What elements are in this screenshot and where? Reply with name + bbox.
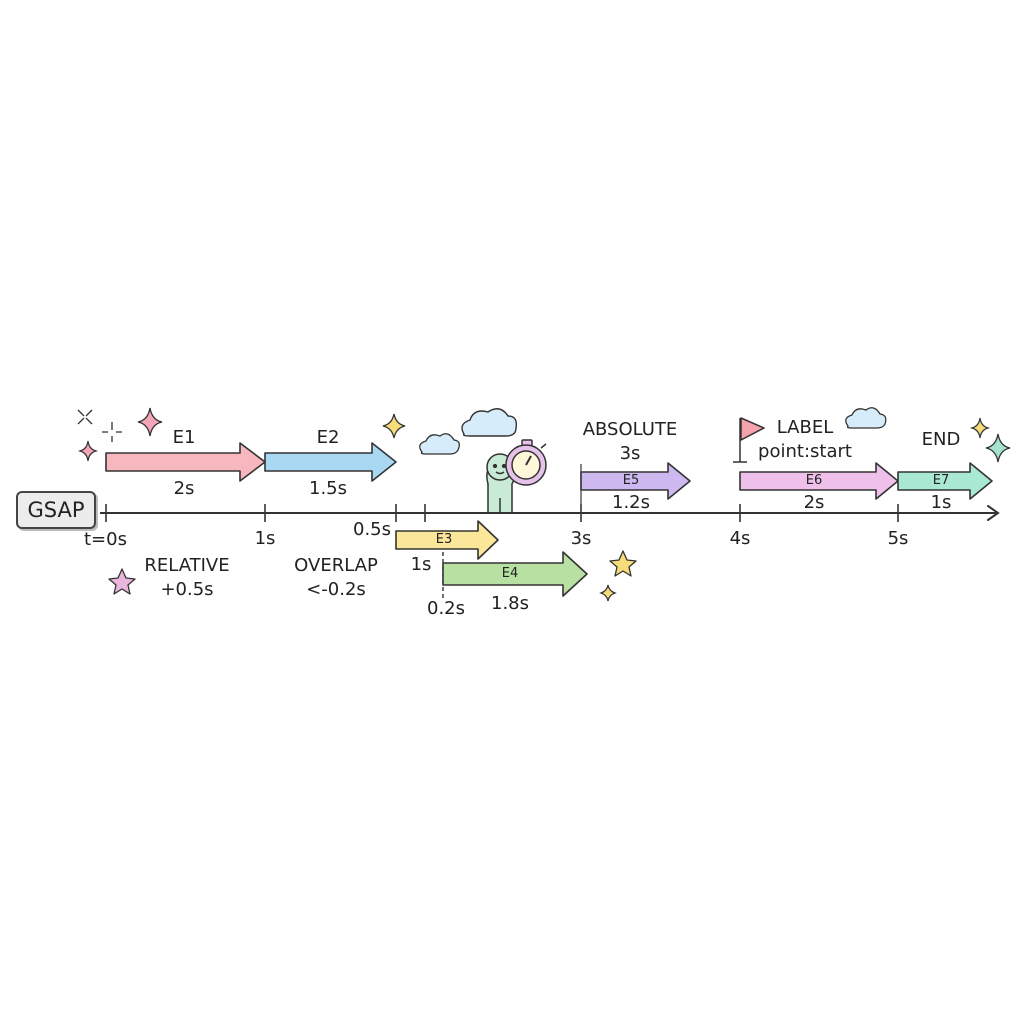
tween-duration-e6: 2s	[803, 492, 825, 513]
label-value: point:start	[758, 441, 852, 462]
overlap-value: <-0.2s	[306, 579, 366, 600]
tween-arrow-e2	[264, 442, 397, 482]
tween-arrow-e5	[580, 462, 691, 500]
tween-duration-e2: 1.5s	[308, 478, 348, 499]
tween-arrow-e6	[739, 462, 899, 500]
tick-label-0-5s: 0.5s	[352, 519, 392, 540]
tick-label-1s: 1s	[254, 528, 276, 549]
end-title: END	[921, 429, 961, 450]
overlap-gap: 0.2s	[426, 598, 466, 619]
tween-duration-e7: 1s	[930, 492, 952, 513]
star-icon	[609, 550, 637, 577]
tick-label-4s: 4s	[729, 528, 751, 549]
gsap-badge: GSAP	[16, 491, 96, 529]
tween-duration-e3: 1s	[410, 554, 432, 575]
sparkle-icon	[77, 409, 122, 442]
tween-name-e6: E6	[805, 473, 823, 488]
axis-ticks	[105, 504, 899, 522]
absolute-title: ABSOLUTE	[582, 419, 678, 440]
relative-title: RELATIVE	[144, 555, 230, 576]
sparkle-icon	[985, 433, 1011, 463]
sparkle-icon	[77, 440, 99, 462]
tick-label-5s: 5s	[887, 528, 909, 549]
sparkle-icon	[382, 413, 406, 439]
flag-icon	[733, 417, 765, 463]
tween-arrow-e3	[395, 520, 499, 560]
stopwatch-icon	[505, 439, 547, 486]
sparkle-icon	[969, 417, 991, 439]
tween-duration-e1: 2s	[173, 478, 195, 499]
tween-arrow-e1	[105, 442, 266, 482]
tween-name-e4: E4	[501, 566, 519, 581]
axis-arrowhead	[987, 505, 1000, 521]
tween-name-e1: E1	[172, 427, 196, 448]
tween-arrow-e4	[442, 551, 588, 597]
tween-name-e7: E7	[932, 473, 950, 488]
tween-duration-e4: 1.8s	[490, 593, 530, 614]
tween-duration-e5: 1.2s	[611, 492, 651, 513]
tween-arrow-e7	[897, 462, 993, 500]
tween-name-e5: E5	[622, 473, 640, 488]
tick-label-3s: 3s	[570, 528, 592, 549]
tween-name-e3: E3	[435, 532, 453, 547]
cloud-icon	[845, 407, 887, 429]
sparkle-icon	[599, 584, 617, 602]
tick-label-t0: t=0s	[84, 529, 127, 550]
overlap-title: OVERLAP	[294, 555, 378, 576]
cloud-icon	[419, 433, 460, 455]
tween-name-e2: E2	[316, 427, 340, 448]
star-icon	[108, 568, 136, 595]
relative-value: +0.5s	[160, 579, 214, 600]
label-title: LABEL	[776, 417, 834, 438]
sparkle-icon	[137, 407, 163, 437]
absolute-value: 3s	[619, 443, 641, 464]
cloud-icon	[461, 408, 518, 437]
